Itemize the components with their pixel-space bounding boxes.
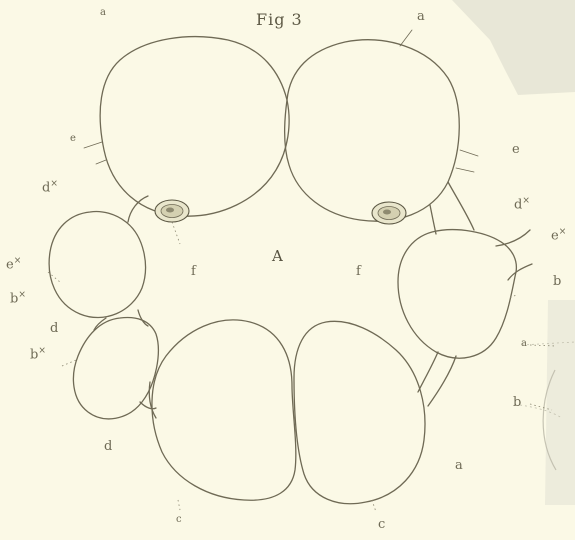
contour-left-3 [140, 402, 156, 409]
label-bx-left-lower: b× [30, 347, 46, 361]
label-dx-left-mark: × [50, 179, 58, 189]
label-dx-right-mark: × [522, 196, 530, 206]
label-bx-left-lower-mark: × [38, 346, 46, 356]
cell-top-left [100, 37, 289, 217]
label-f-left: f [191, 265, 196, 278]
label-c-bottom-right: c [378, 518, 385, 531]
contour-left-2 [138, 310, 148, 326]
tick-e-right [460, 150, 478, 156]
label-ex-right: e× [551, 228, 566, 242]
contour-right-2 [430, 205, 436, 234]
contour-right [448, 182, 474, 230]
label-bx-left-upper-mark: × [18, 290, 26, 300]
label-e-right: e [512, 143, 520, 156]
contour-right-3 [418, 352, 438, 392]
label-ex-left-letter: e [6, 257, 14, 272]
leader-bx-lower [62, 360, 76, 366]
label-ex-right-letter: e [551, 228, 559, 243]
cell-right-middle [398, 230, 516, 359]
label-c-bottom-left: c [176, 515, 182, 525]
plate-edge-shading [452, 0, 575, 505]
label-b-right: b [553, 275, 561, 288]
label-ex-right-mark: × [559, 227, 567, 237]
process-right-2 [508, 264, 532, 280]
contour-left-4 [94, 318, 106, 330]
label-center-A: A [272, 249, 283, 264]
tick-e-right-2 [456, 168, 474, 172]
cell-left-upper [49, 211, 145, 317]
label-a-top-right: a [417, 10, 425, 23]
tick-e-left-2 [96, 160, 106, 164]
label-ex-left-mark: × [14, 256, 22, 266]
tick-a-top-right [400, 30, 412, 46]
leader-c-left [178, 500, 180, 510]
label-dx-left: d× [42, 180, 58, 194]
label-d-left-bottom: d [104, 440, 112, 453]
leader-c-right [372, 500, 376, 512]
tick-e-left [84, 142, 102, 148]
nucleus-left [155, 200, 189, 222]
label-dx-right: d× [514, 197, 530, 211]
label-bx-left-upper: b× [10, 291, 26, 305]
label-ex-left: e× [6, 257, 21, 271]
label-a-right-bottom: a [455, 459, 463, 472]
cell-bottom-right [294, 321, 425, 503]
process-right [496, 230, 530, 246]
leader-f-left [172, 222, 180, 244]
label-e-left: e [70, 134, 76, 144]
figure-title: Fig 3 [256, 12, 303, 28]
label-a-top-left: a [100, 8, 106, 18]
cell-bottom-left [152, 320, 296, 500]
contour-left [128, 196, 148, 222]
label-f-right: f [356, 265, 361, 278]
nucleus-right [372, 202, 406, 224]
cell-top-right [285, 40, 460, 221]
label-d-left-mid: d [50, 322, 58, 335]
label-a-right-mid: a [521, 339, 527, 349]
label-b-right-edge: b [513, 396, 521, 409]
cell-left-lower [73, 318, 158, 419]
